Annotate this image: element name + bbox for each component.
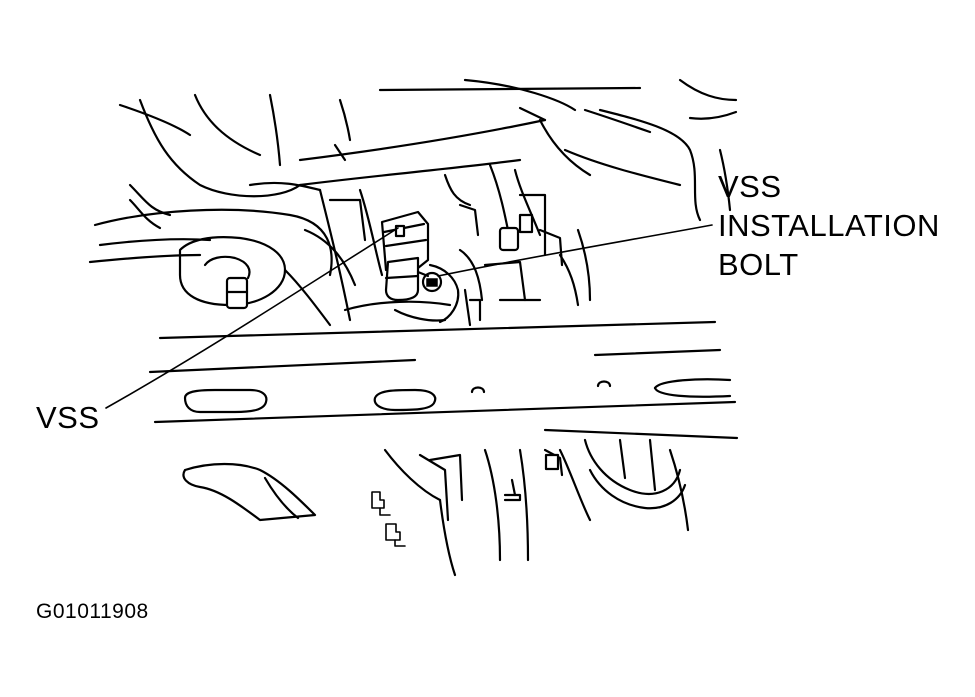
callout-line-vss: VSS (718, 169, 782, 204)
crossmember-bars (148, 320, 739, 440)
lower-structure (182, 438, 690, 577)
vss-leader-line (105, 227, 399, 409)
callout-line-installation: INSTALLATION (718, 208, 940, 243)
vss-callout: VSS (36, 400, 100, 435)
figure-id: G01011908 (36, 600, 149, 623)
vss-sensor-drawing (380, 210, 443, 302)
vss-installation-bolt-callout: VSS INSTALLATION BOLT (718, 167, 940, 284)
transmission-housing (303, 163, 592, 327)
upper-body-contours (118, 78, 738, 222)
left-mount-structure (88, 183, 333, 327)
callout-leader-lines (105, 224, 713, 409)
vss-bolt-leader-line (437, 224, 713, 277)
callout-line-bolt: BOLT (718, 247, 799, 282)
